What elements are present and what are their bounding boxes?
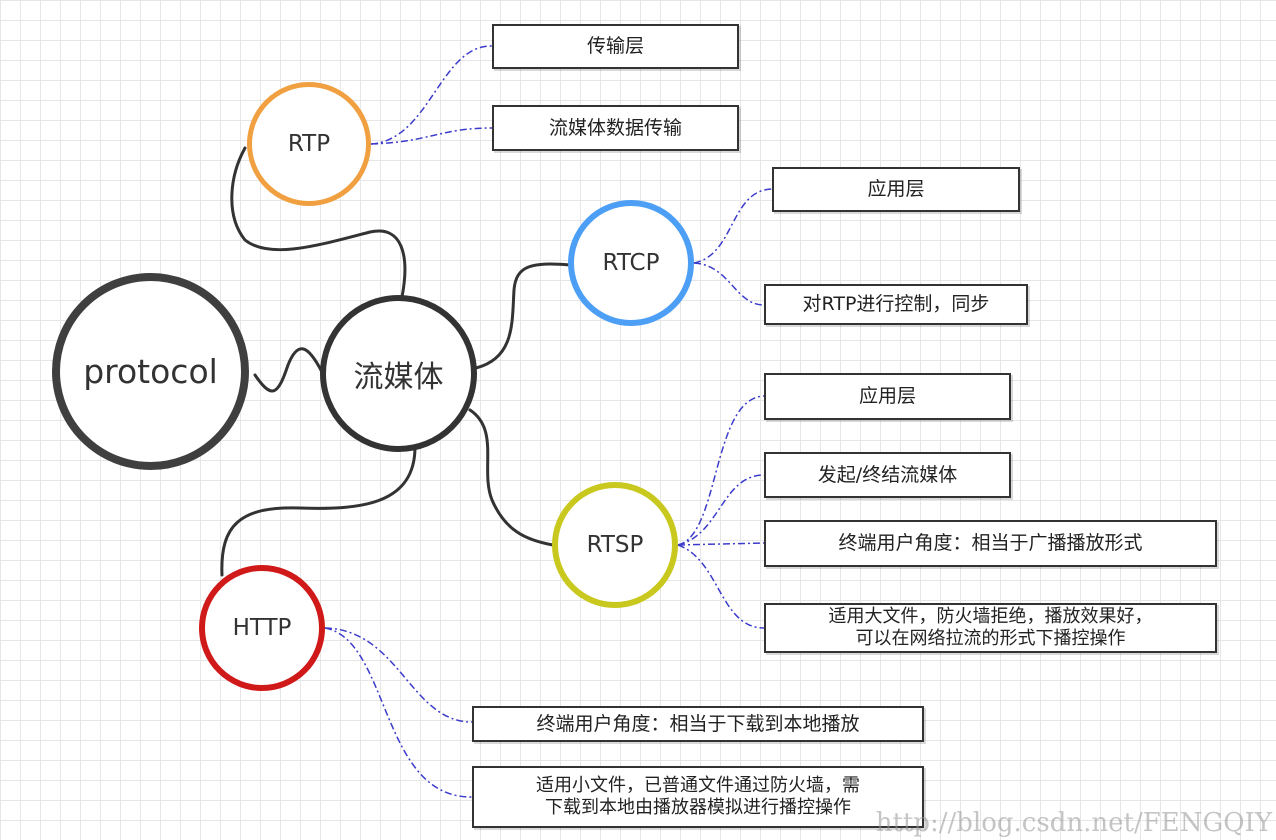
edge-center-rtcp: [474, 262, 572, 370]
rtsp-note-2[interactable]: 发起/终结流媒体: [764, 452, 1011, 498]
rtsp-link-3: [677, 542, 765, 546]
http-link-1: [324, 627, 473, 723]
watermark: http://blog.csdn.net/FENGQIY: [875, 808, 1272, 838]
rtp-link-2: [370, 127, 493, 145]
rtp-note-2[interactable]: 流媒体数据传输: [492, 105, 739, 151]
root-node[interactable]: protocol: [52, 273, 249, 470]
rtsp-label: RTSP: [586, 532, 644, 558]
http-node[interactable]: HTTP: [199, 565, 325, 691]
http-label: HTTP: [232, 615, 292, 641]
rtcp-node[interactable]: RTCP: [568, 200, 694, 326]
http-note-1[interactable]: 终端用户角度：相当于下载到本地播放: [472, 706, 924, 742]
rtcp-note-2[interactable]: 对RTP进行控制，同步: [764, 284, 1028, 325]
rtcp-link-2: [693, 262, 765, 306]
rtsp-link-2: [677, 474, 765, 546]
rtsp-note-1[interactable]: 应用层: [764, 373, 1011, 420]
rtcp-link-1: [693, 188, 773, 264]
center-label: 流媒体: [353, 359, 444, 395]
rtsp-link-4: [677, 544, 765, 629]
rtsp-note-4[interactable]: 适用大文件，防火墙拒绝，播放效果好， 可以在网络拉流的形式下播控操作: [764, 603, 1217, 653]
edge-center-http: [220, 445, 417, 577]
rtp-node[interactable]: RTP: [247, 82, 371, 206]
http-note-2[interactable]: 适用小文件，已普通文件通过防火墙，需 下载到本地由播放器模拟进行播控操作: [472, 766, 924, 828]
rtcp-note-1[interactable]: 应用层: [772, 167, 1020, 212]
root-label: protocol: [83, 352, 218, 391]
rtp-link-1: [370, 45, 493, 145]
rtsp-link-1: [677, 395, 765, 546]
rtp-note-1[interactable]: 传输层: [492, 24, 739, 69]
center-node[interactable]: 流媒体: [320, 295, 477, 452]
edge-center-rtsp: [468, 408, 555, 547]
edge-root-center: [253, 347, 324, 393]
rtsp-note-3[interactable]: 终端用户角度：相当于广播播放形式: [764, 520, 1217, 567]
rtcp-label: RTCP: [602, 250, 660, 276]
rtp-label: RTP: [287, 131, 331, 157]
edge-center-rtp: [230, 146, 407, 299]
rtsp-node[interactable]: RTSP: [552, 482, 678, 608]
http-link-2: [324, 627, 473, 798]
